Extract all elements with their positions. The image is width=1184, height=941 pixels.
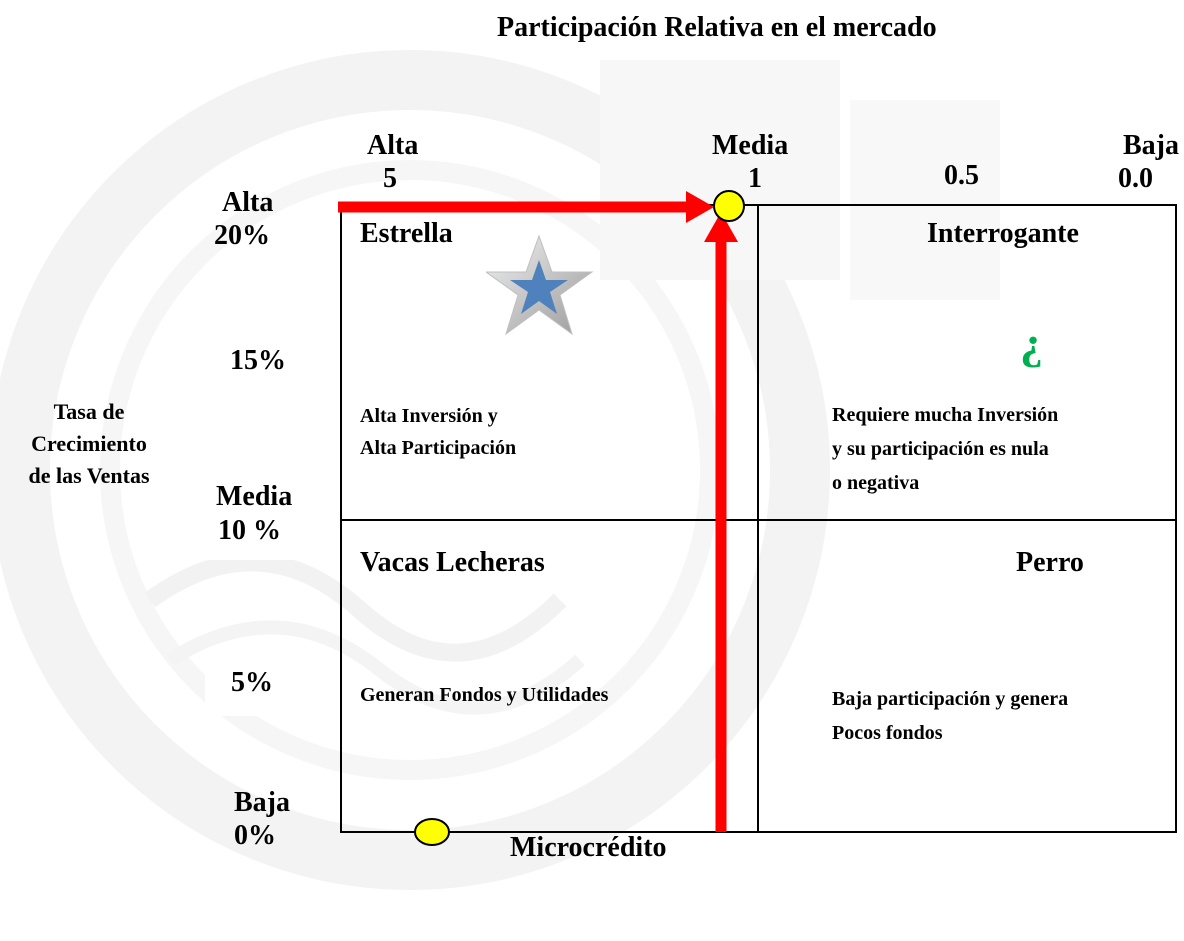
label-bg-15 [183, 327, 323, 395]
quadrant-estrella-desc: Alta Inversión y Alta Participación [360, 400, 516, 464]
y-value-15: 15% [230, 345, 286, 376]
y-value-20: 20% [214, 220, 270, 251]
quadrant-perro-title: Perro [1016, 547, 1084, 578]
y-axis-title-line-3: de las Ventas [28, 463, 150, 488]
interrogante-desc-line-2: y su participación es nula [832, 438, 1049, 460]
quadrant-vacas-title: Vacas Lecheras [360, 547, 545, 578]
y-axis-title-line-2: Crecimiento [31, 431, 147, 456]
question-icon: ¿ [1020, 317, 1043, 368]
x-value-1: 1 [748, 163, 762, 194]
y-label-alta: Alta [222, 187, 274, 218]
perro-desc-line-1: Baja participación y genera [832, 688, 1069, 710]
x-label-baja: Baja [1123, 130, 1179, 161]
y-value-0: 0% [234, 820, 276, 851]
quadrant-vacas-desc: Generan Fondos y Utilidades [360, 684, 609, 706]
quadrant-interrogante-title: Interrogante [927, 218, 1079, 249]
x-label-alta: Alta [367, 130, 419, 161]
legend-label: Microcrédito [510, 832, 667, 863]
star-icon [486, 234, 594, 336]
x-value-0-0: 0.0 [1118, 163, 1153, 194]
y-value-10: 10 % [218, 515, 281, 546]
microcredito-position-marker [713, 190, 745, 222]
label-bg-10 [170, 472, 320, 560]
diagram-title: Participación Relativa en el mercado [497, 12, 937, 43]
y-label-baja: Baja [234, 787, 290, 818]
legend-marker-icon [414, 818, 450, 846]
vertical-arrow-head [704, 212, 738, 242]
y-label-media: Media [216, 481, 293, 512]
x-value-0-5: 0.5 [944, 160, 979, 191]
quadrant-interrogante-desc: Requiere mucha Inversión y su participac… [832, 398, 1058, 500]
interrogante-desc-line-3: o negativa [832, 472, 920, 494]
y-axis-title: Tasa de Crecimiento de las Ventas [0, 396, 178, 492]
perro-desc-line-2: Pocos fondos [832, 722, 943, 744]
quadrant-estrella-title: Estrella [360, 218, 453, 249]
estrella-desc-line-1: Alta Inversión y [360, 405, 498, 427]
horizontal-arrow-head [686, 191, 714, 223]
label-bg-5 [205, 656, 318, 716]
estrella-desc-line-2: Alta Participación [360, 437, 517, 459]
interrogante-desc-line-1: Requiere mucha Inversión [832, 404, 1059, 426]
quadrant-perro-desc: Baja participación y genera Pocos fondos [832, 682, 1068, 750]
y-axis-title-line-1: Tasa de [53, 399, 125, 424]
x-value-5: 5 [383, 163, 397, 194]
x-label-media: Media [712, 130, 789, 161]
y-value-5: 5% [231, 667, 273, 698]
